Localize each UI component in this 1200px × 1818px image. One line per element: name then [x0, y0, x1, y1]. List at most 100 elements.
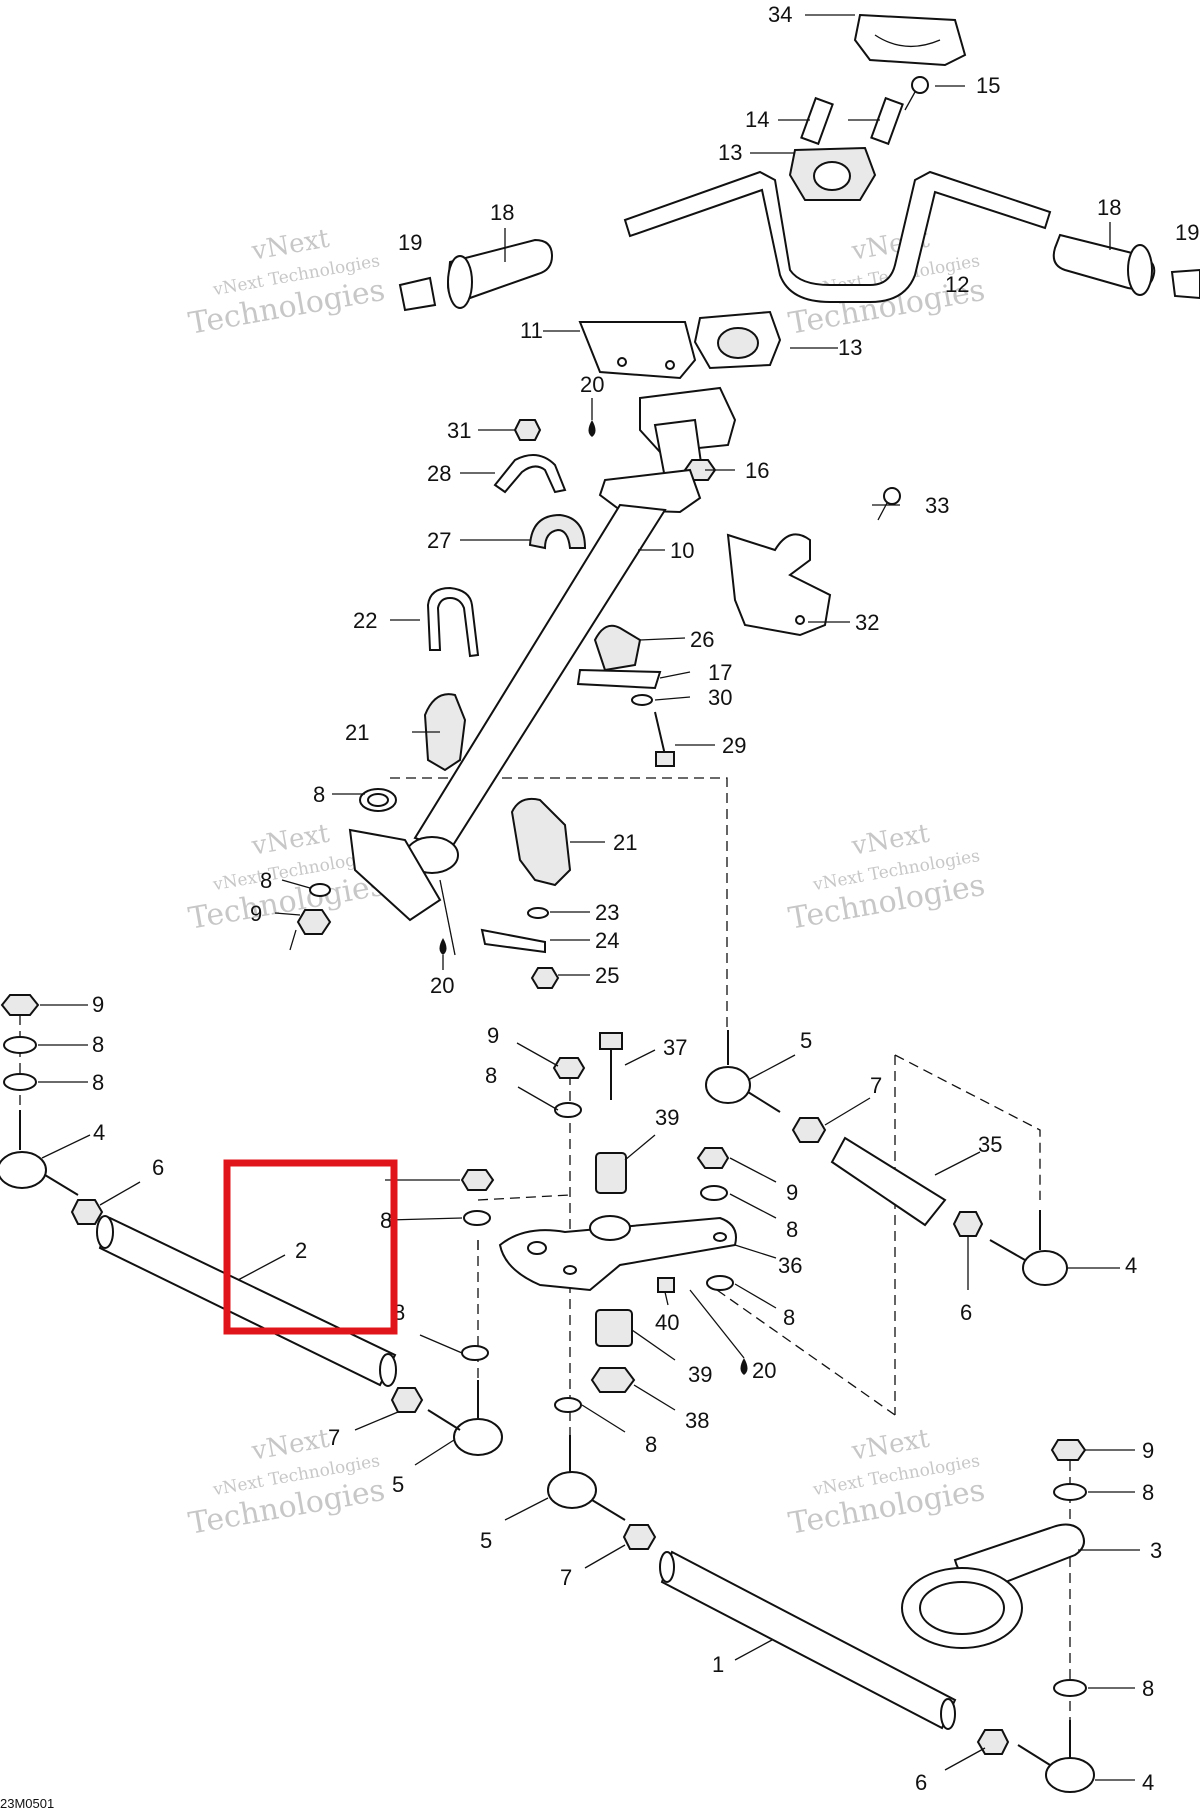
part-labels: 34 15 14 13 18 19 18 19 12 11 13 20 16 3… [92, 2, 1199, 1795]
part-label: 20 [430, 973, 454, 998]
nut-9-center [460, 1169, 495, 1191]
nut-9-lower-right [1050, 1439, 1087, 1461]
tie-rod-end-5-left [427, 1380, 503, 1456]
bolt-29 [654, 711, 675, 767]
part-label: 19 [1175, 220, 1199, 245]
svg-text:vNext: vNext [249, 1424, 332, 1467]
part-label: 31 [447, 418, 471, 443]
part-label: 8 [313, 782, 325, 807]
part-label: 8 [1142, 1676, 1154, 1701]
tie-rod-end-5-upper [705, 1030, 781, 1113]
part-label: 5 [800, 1028, 812, 1053]
clamp-upper-13 [788, 146, 877, 201]
svg-text:vNext: vNext [849, 1424, 932, 1467]
part-label: 26 [690, 627, 714, 652]
part-label: 8 [645, 1432, 657, 1457]
part-label: 4 [93, 1120, 105, 1145]
watermark: vNext vNext Technologies Technologies [786, 1424, 988, 1542]
part-label: 36 [778, 1253, 802, 1278]
washer-8-center [463, 1210, 491, 1226]
part-label: 8 [260, 868, 272, 893]
watermark: vNext vNext Technologies Technologies [186, 819, 388, 937]
part-label: 19 [398, 230, 422, 255]
washer-8-lower-right-a [1053, 1483, 1087, 1501]
tie-rod-end-4-left [0, 1110, 79, 1196]
part-label: 18 [490, 200, 514, 225]
washer-8-left-b [3, 1073, 37, 1091]
spacer-right-19 [1170, 268, 1200, 300]
grease-drop-icon [588, 420, 596, 437]
watermark: vNext vNext Technologies Technologies [786, 819, 988, 937]
grease-drop-icon [740, 1358, 748, 1375]
bushing-39-upper [595, 1152, 627, 1194]
bushing-27 [528, 513, 587, 550]
bracket-32 [726, 533, 832, 637]
part-label: 3 [1150, 1538, 1162, 1563]
part-label: 27 [427, 528, 451, 553]
part-label: 8 [380, 1208, 392, 1233]
steering-column-10 [405, 468, 702, 874]
part-label: 40 [655, 1310, 679, 1335]
washer-30 [631, 694, 653, 706]
part-label: 22 [353, 608, 377, 633]
part-label: 16 [745, 458, 769, 483]
screw-33 [877, 487, 901, 521]
part-label: 9 [487, 1023, 499, 1048]
grip-left-18 [446, 238, 554, 309]
tie-rod-end-4-right [989, 1210, 1068, 1286]
part-label: 9 [250, 901, 262, 926]
bracket-11 [578, 321, 697, 380]
bushing-21-upper [423, 693, 467, 772]
nut-25 [530, 967, 560, 989]
part-label: 29 [722, 733, 746, 758]
part-label: 5 [392, 1472, 404, 1497]
tie-rod-end-4-bottom [1017, 1720, 1095, 1793]
part-label: 25 [595, 963, 619, 988]
nut-9-top [552, 1057, 586, 1079]
part-label: 5 [480, 1528, 492, 1553]
part-label: 9 [92, 992, 104, 1017]
steering-arm-36 [498, 1215, 737, 1292]
bracket-28 [493, 454, 567, 494]
part-label: 24 [595, 928, 619, 953]
part-label: 33 [925, 493, 949, 518]
washer-8-lower-right-b [1053, 1679, 1087, 1697]
washer-8-top [554, 1102, 582, 1118]
watermark: vNext vNext Technologies Technologies [186, 1424, 388, 1542]
part-label: 13 [718, 140, 742, 165]
part-label: 6 [960, 1300, 972, 1325]
part-label: 6 [915, 1770, 927, 1795]
tie-rod-end-5-bottom [547, 1435, 626, 1521]
spacer-left-19 [398, 276, 437, 312]
nut-31 [513, 419, 542, 441]
rod-35 [830, 1136, 947, 1227]
part-label: 37 [663, 1035, 687, 1060]
part-label: 8 [783, 1305, 795, 1330]
part-label: 15 [976, 73, 1000, 98]
grease-fitting-40 [657, 1277, 675, 1293]
part-label: 10 [670, 538, 694, 563]
washer-23 [527, 907, 549, 919]
washer-8-lower-center [554, 1397, 582, 1413]
part-label: 13 [838, 335, 862, 360]
nut-38 [590, 1367, 636, 1393]
handlebar-12 [623, 170, 1052, 303]
part-label: 38 [685, 1408, 709, 1433]
grip-right-18 [1052, 233, 1156, 296]
svg-text:vNext: vNext [249, 819, 332, 862]
part-label: 7 [328, 1425, 340, 1450]
part-label: 2 [295, 1238, 307, 1263]
part-label: 4 [1142, 1770, 1154, 1795]
part-label: 8 [1142, 1480, 1154, 1505]
part-label: 20 [752, 1358, 776, 1383]
watermark: vNext vNext Technologies Technologies [186, 224, 388, 342]
part-label: 1 [712, 1652, 724, 1677]
nut-7-upper [791, 1117, 827, 1143]
nut-7-left [390, 1387, 424, 1413]
part-label: 39 [688, 1362, 712, 1387]
svg-text:vNext: vNext [849, 819, 932, 862]
part-label: 8 [92, 1070, 104, 1095]
bushing-39-lower [595, 1309, 633, 1347]
nut-7-bottom [622, 1524, 657, 1550]
